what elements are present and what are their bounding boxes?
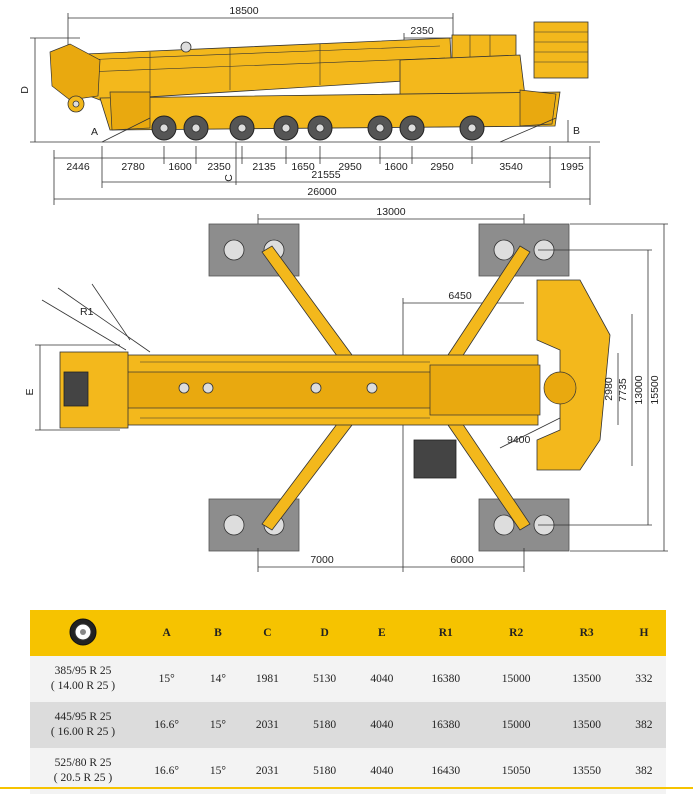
dim-2950-b: 2950 [430,161,454,173]
dim-21555: 21555 [311,169,340,181]
col-header: A [136,610,198,656]
dim-1600-a: 1600 [168,161,192,173]
side-view: 18500 2350 D [19,5,600,205]
table-cell: 1981 [238,656,296,702]
dim-2446: 2446 [66,161,90,173]
dim-2350-top: 2350 [410,25,434,37]
label-C: C [223,174,235,182]
tyre-size-cell: 385/95 R 25( 14.00 R 25 ) [30,656,136,702]
col-header: R3 [551,610,622,656]
table-cell: 15° [197,702,239,748]
tail-ballast [536,279,611,471]
dim-7735: 7735 [617,378,629,402]
table-cell: 5180 [295,748,354,794]
crane-dimension-drawing: 18500 2350 D [19,5,668,572]
table-cell: 5130 [295,656,354,702]
table-cell: 15000 [480,656,552,702]
dim-1650: 1650 [291,161,315,173]
driver-cab [109,91,151,131]
table-cell: 13500 [551,702,622,748]
table-cell: 16380 [410,656,481,702]
dim-6450: 6450 [448,290,472,302]
dim-13000-width: 13000 [633,375,645,404]
table-cell: 382 [621,702,666,748]
label-R1: R1 [80,306,94,318]
table-cell: 13550 [551,748,622,794]
tyre-size-cell: 445/95 R 25( 16.00 R 25 ) [30,702,136,748]
col-header: D [295,610,354,656]
bottom-rule [0,787,693,789]
dim-7000: 7000 [310,554,334,566]
dim-2780: 2780 [121,161,145,173]
table-cell: 4040 [353,656,411,702]
label-D: D [19,86,31,94]
label-E: E [24,388,36,395]
table-cell: 2031 [238,702,296,748]
table-cell: 14° [197,656,239,702]
dim-26000: 26000 [307,186,336,198]
label-A: A [91,126,98,138]
dim-18500: 18500 [229,5,258,17]
dim-1600-b: 1600 [384,161,408,173]
outrigger-beams [261,245,531,531]
table-cell: 15° [197,748,239,794]
table-row: 385/95 R 25( 14.00 R 25 ) 15° 14° 1981 5… [30,656,666,702]
col-header: R2 [480,610,552,656]
wheel-set [151,115,485,141]
dim-2950-a: 2950 [338,161,362,173]
col-header: B [197,610,239,656]
table-cell: 16.6° [136,748,198,794]
turntable [429,364,541,416]
dim-3540: 3540 [499,161,523,173]
telescopic-boom [61,37,453,101]
spec-table-wrap: A B C D E R1 R2 R3 H 385/95 R 25( 14.00 … [30,610,666,794]
boom-head [49,43,101,101]
table-cell: 4040 [353,748,411,794]
carrier-chassis [99,91,561,131]
table-cell: 382 [621,748,666,794]
table-cell: 16430 [410,748,481,794]
dim-2135: 2135 [252,161,276,173]
col-header: E [353,610,411,656]
table-cell: 16.6° [136,702,198,748]
dim-9400: 9400 [507,434,531,446]
dim-6000: 6000 [450,554,474,566]
table-header-row: A B C D E R1 R2 R3 H [30,610,666,656]
table-cell: 2031 [238,748,296,794]
tyre-size-cell: 525/80 R 25( 20.5 R 25 ) [30,748,136,794]
spec-table: A B C D E R1 R2 R3 H 385/95 R 25( 14.00 … [30,610,666,794]
table-cell: 16380 [410,702,481,748]
table-cell: 5180 [295,702,354,748]
tyre-header [30,610,136,656]
table-cell: 4040 [353,702,411,748]
table-cell: 15050 [480,748,552,794]
table-row: 445/95 R 25( 16.00 R 25 ) 16.6° 15° 2031… [30,702,666,748]
table-cell: 15000 [480,702,552,748]
dim-1995: 1995 [560,161,584,173]
label-B: B [573,125,580,137]
col-header: H [621,610,666,656]
ballast-stack [533,21,589,79]
dim-2350: 2350 [207,161,231,173]
top-view: 13000 6450 [24,206,668,572]
dim-2980: 2980 [603,377,615,401]
col-header: R1 [410,610,481,656]
col-header: C [238,610,296,656]
table-row: 525/80 R 25( 20.5 R 25 ) 16.6° 15° 2031 … [30,748,666,794]
engine-unit [413,439,457,479]
bottom-dim-ticks [53,146,591,205]
table-cell: 15° [136,656,198,702]
tyre-icon [69,618,97,645]
dim-15500: 15500 [649,375,661,404]
rear-outrigger-box [519,89,557,127]
table-cell: 13500 [551,656,622,702]
dim-outrigger-13000: 13000 [376,206,405,218]
table-cell: 332 [621,656,666,702]
